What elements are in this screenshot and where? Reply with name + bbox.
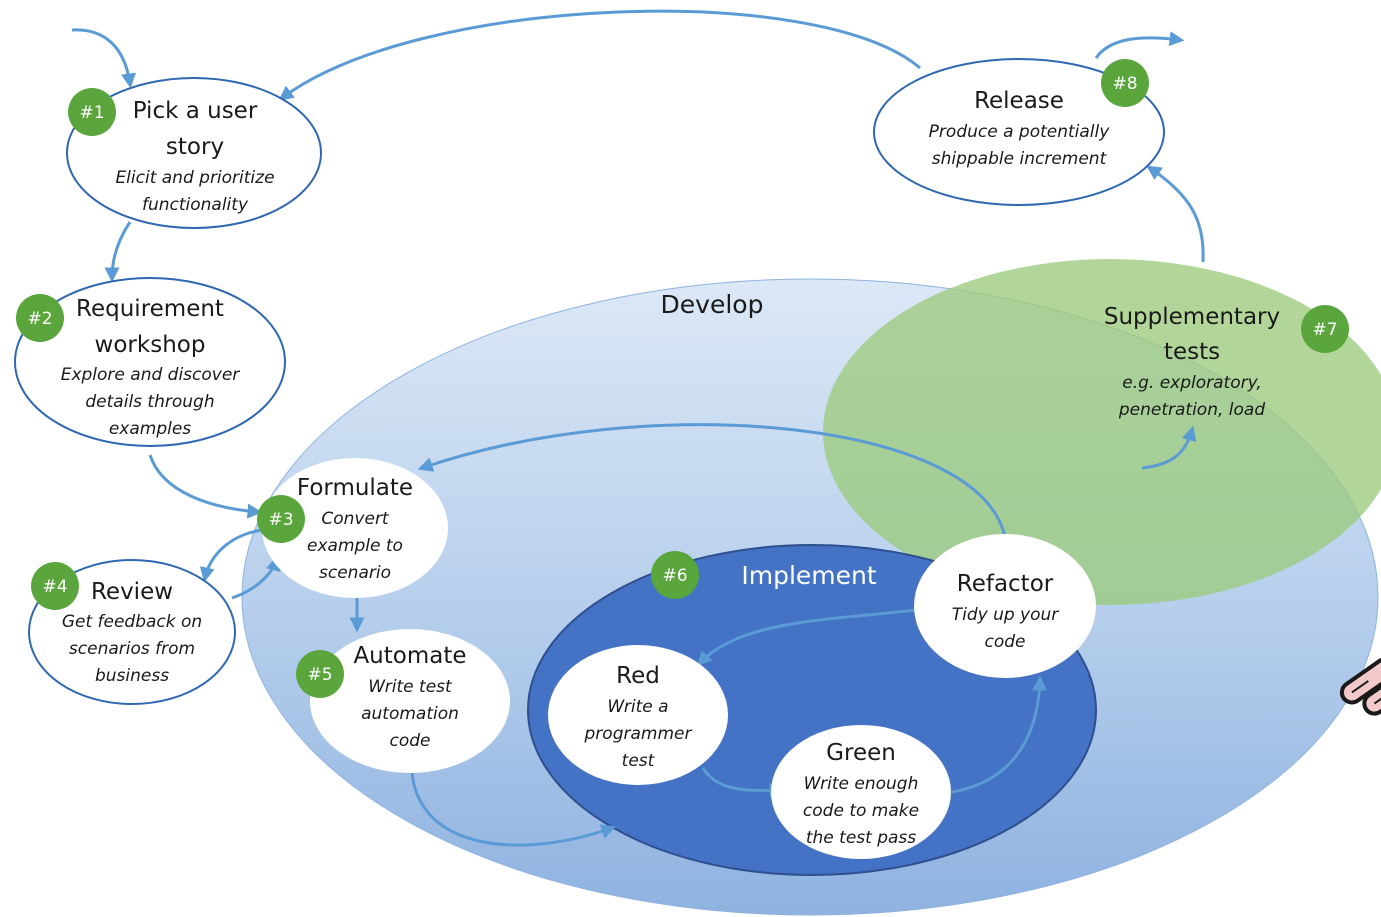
- release-node: [873, 58, 1165, 206]
- formulate-sub-3: scenario: [319, 563, 391, 583]
- badge-7-label: #7: [1312, 320, 1337, 340]
- pick-sub-1: Elicit and prioritize: [115, 168, 274, 188]
- flow-arrows: [71, 9, 1205, 847]
- supplementary-sub-1: e.g. exploratory,: [1122, 373, 1262, 393]
- implement-label: Implement: [741, 561, 877, 590]
- badge-1: [68, 88, 116, 136]
- review-sub-2: scenarios from: [69, 639, 195, 659]
- arrow-refactor-to-red: [696, 608, 917, 667]
- workshop-sub-3: examples: [109, 419, 191, 439]
- review-title: Review: [91, 579, 173, 605]
- automate-sub-2: automation: [361, 704, 459, 724]
- release-title: Release: [974, 88, 1064, 114]
- automate-sub-3: code: [390, 731, 431, 751]
- step-requirement-workshop: Requirement workshop Explore and discove…: [14, 277, 286, 447]
- supplementary-title-2: tests: [1164, 339, 1220, 365]
- refactor-title: Refactor: [957, 571, 1054, 597]
- workshop-title-2: workshop: [95, 332, 206, 358]
- release-sub-2: shippable increment: [932, 149, 1108, 169]
- formulate-title: Formulate: [297, 475, 413, 501]
- tdd-red: Red Write a programmer test: [548, 645, 728, 785]
- supplementary-title-1: Supplementary: [1104, 304, 1280, 330]
- arrow-develop-to-supplementary: [1141, 425, 1197, 470]
- formulate-sub-2: example to: [307, 536, 403, 556]
- pick-sub-2: functionality: [142, 195, 249, 215]
- automate-title: Automate: [353, 643, 466, 669]
- arrow-workshop-to-formulate: [148, 454, 263, 519]
- green-sub-2: code to make: [803, 801, 919, 821]
- badge-8: [1101, 59, 1149, 107]
- badge-2-label: #2: [27, 309, 52, 329]
- green-sub-3: the test pass: [806, 828, 916, 848]
- badge-6: [651, 551, 699, 599]
- green-node: [771, 725, 951, 859]
- tdd-green: Green Write enough code to make the test…: [771, 725, 951, 859]
- red-sub-1: Write a: [607, 697, 668, 717]
- step-supplementary-tests: Supplementary tests e.g. exploratory, pe…: [1104, 304, 1349, 420]
- arrow-supplementary-to-release: [1146, 165, 1205, 263]
- release-sub-1: Produce a potentially: [929, 122, 1111, 142]
- red-sub-3: test: [622, 751, 656, 771]
- red-node: [548, 645, 728, 785]
- arrow-pick-to-workshop: [104, 221, 132, 283]
- workshop-title-1: Requirement: [76, 296, 224, 322]
- arrow-automate-to-implement: [410, 772, 617, 847]
- refactor-sub-1: Tidy up your: [952, 605, 1060, 625]
- badge-6-label: #6: [662, 566, 687, 586]
- step-automate: Automate Write test automation code #5: [296, 629, 510, 773]
- refactor-node: [914, 534, 1096, 678]
- badge-1-label: #1: [79, 103, 104, 123]
- green-sub-1: Write enough: [804, 774, 919, 794]
- arrow-formulate-to-review: [199, 528, 263, 583]
- badge-8-label: #8: [1112, 74, 1137, 94]
- badge-4: [31, 562, 79, 610]
- badge-5: [296, 650, 344, 698]
- badge-3-label: #3: [268, 510, 293, 530]
- badge-3: [257, 495, 305, 543]
- arrow-review-to-formulate: [231, 555, 281, 600]
- workshop-sub-1: Explore and discover: [61, 365, 241, 385]
- workshop-node: [14, 277, 286, 447]
- badge-4-label: #4: [42, 577, 67, 597]
- automate-node: [310, 629, 510, 773]
- green-title: Green: [826, 740, 896, 766]
- arrow-green-to-refactor: [951, 675, 1048, 794]
- step-review: Review Get feedback on scenarios from bu…: [28, 559, 236, 705]
- formulate-sub-1: Convert: [321, 509, 390, 529]
- arrow-red-to-green: [701, 767, 785, 799]
- supplementary-region: [823, 259, 1381, 605]
- step-release: Release Produce a potentially shippable …: [873, 58, 1165, 206]
- arrow-entry: [71, 28, 136, 89]
- red-title: Red: [616, 663, 660, 689]
- develop-label: Develop: [661, 290, 764, 319]
- workshop-sub-2: details through: [85, 392, 214, 412]
- review-sub-1: Get feedback on: [62, 612, 202, 632]
- review-node: [28, 559, 236, 705]
- refactor-sub-2: code: [985, 632, 1026, 652]
- arrow-release-to-pick: [278, 9, 921, 101]
- badge-5-label: #5: [307, 665, 332, 685]
- pick-title-2: story: [166, 134, 224, 160]
- step-formulate: Formulate Convert example to scenario #3: [257, 458, 448, 598]
- pick-node: [66, 77, 322, 229]
- chain-link-icon: [1339, 657, 1381, 716]
- formulate-node: [262, 458, 448, 598]
- supplementary-sub-2: penetration, load: [1118, 400, 1265, 420]
- arrow-refactor-to-formulate: [417, 423, 1007, 538]
- step-pick-user-story: Pick a user story Elicit and prioritize …: [66, 77, 322, 229]
- automate-sub-1: Write test: [368, 677, 453, 697]
- badge-7: [1301, 305, 1349, 353]
- badge-2: [16, 294, 64, 342]
- arrow-release-exit: [1094, 31, 1185, 59]
- review-sub-3: business: [95, 666, 169, 686]
- step-implement: #6: [651, 551, 699, 599]
- tdd-refactor: Refactor Tidy up your code: [914, 534, 1096, 678]
- red-sub-2: programmer: [584, 724, 693, 744]
- pick-title-1: Pick a user: [133, 98, 258, 124]
